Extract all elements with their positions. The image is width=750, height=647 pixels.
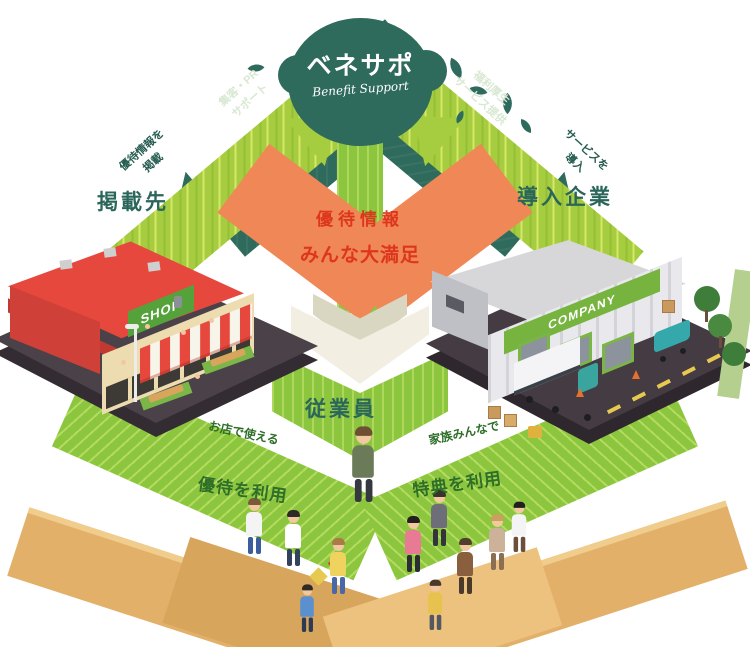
cargo-box [504, 414, 517, 427]
shop-ac-unit [59, 259, 73, 270]
lamp-head [125, 324, 139, 329]
truck-wheel [552, 406, 559, 413]
logo-blob-bump-right [405, 50, 447, 92]
cargo-box [662, 300, 675, 313]
logo-title: ベネサポ [306, 52, 415, 80]
logo-blob-bump-left [278, 55, 318, 95]
label-listing-partners: 掲載先 [97, 191, 169, 214]
shopper [144, 324, 150, 330]
trash-bin [174, 296, 182, 308]
employee-figure [454, 538, 476, 594]
van-wheel [660, 356, 666, 362]
tree [722, 342, 746, 366]
lamp-post [134, 328, 137, 402]
employee-figure [509, 501, 529, 552]
company-building: COMPANY [430, 238, 690, 404]
employee-figure-main [348, 426, 378, 502]
employee-figure [428, 490, 450, 546]
tree-trunk [705, 310, 708, 322]
shop-ac-unit [147, 261, 161, 272]
employee-figure [402, 516, 424, 572]
label-employees: 従業員 [305, 398, 377, 421]
cargo-box [488, 406, 501, 419]
forklift [528, 426, 542, 438]
shop-building: SHOP [8, 232, 254, 415]
center-message-line2: みんな大満足 [299, 245, 420, 266]
truck-wheel [584, 414, 591, 421]
shop-ac-unit [103, 247, 117, 258]
employee-figure [282, 510, 304, 566]
employee-figure [298, 584, 317, 632]
employee-figure [327, 538, 349, 594]
van-wheel [680, 348, 686, 354]
traffic-cone [576, 388, 584, 397]
traffic-cone [632, 370, 640, 379]
employee-figure [425, 579, 445, 630]
company-scene: COMPANY [426, 238, 750, 444]
shopper [180, 330, 186, 336]
tree [694, 286, 720, 312]
center-message-line1: 優待情報 [316, 210, 404, 229]
shopper [120, 360, 126, 366]
logo-blob-bump-bottom [330, 112, 386, 146]
label-client-companies: 導入企業 [517, 186, 613, 209]
employee-figure [243, 498, 265, 554]
tree [708, 314, 732, 338]
shopper [194, 374, 200, 380]
tree-trunk [719, 336, 722, 348]
shopper [208, 318, 214, 324]
truck-wheel [526, 396, 533, 403]
employee-figure [486, 514, 508, 570]
shop-scene: SHOP [0, 232, 318, 437]
